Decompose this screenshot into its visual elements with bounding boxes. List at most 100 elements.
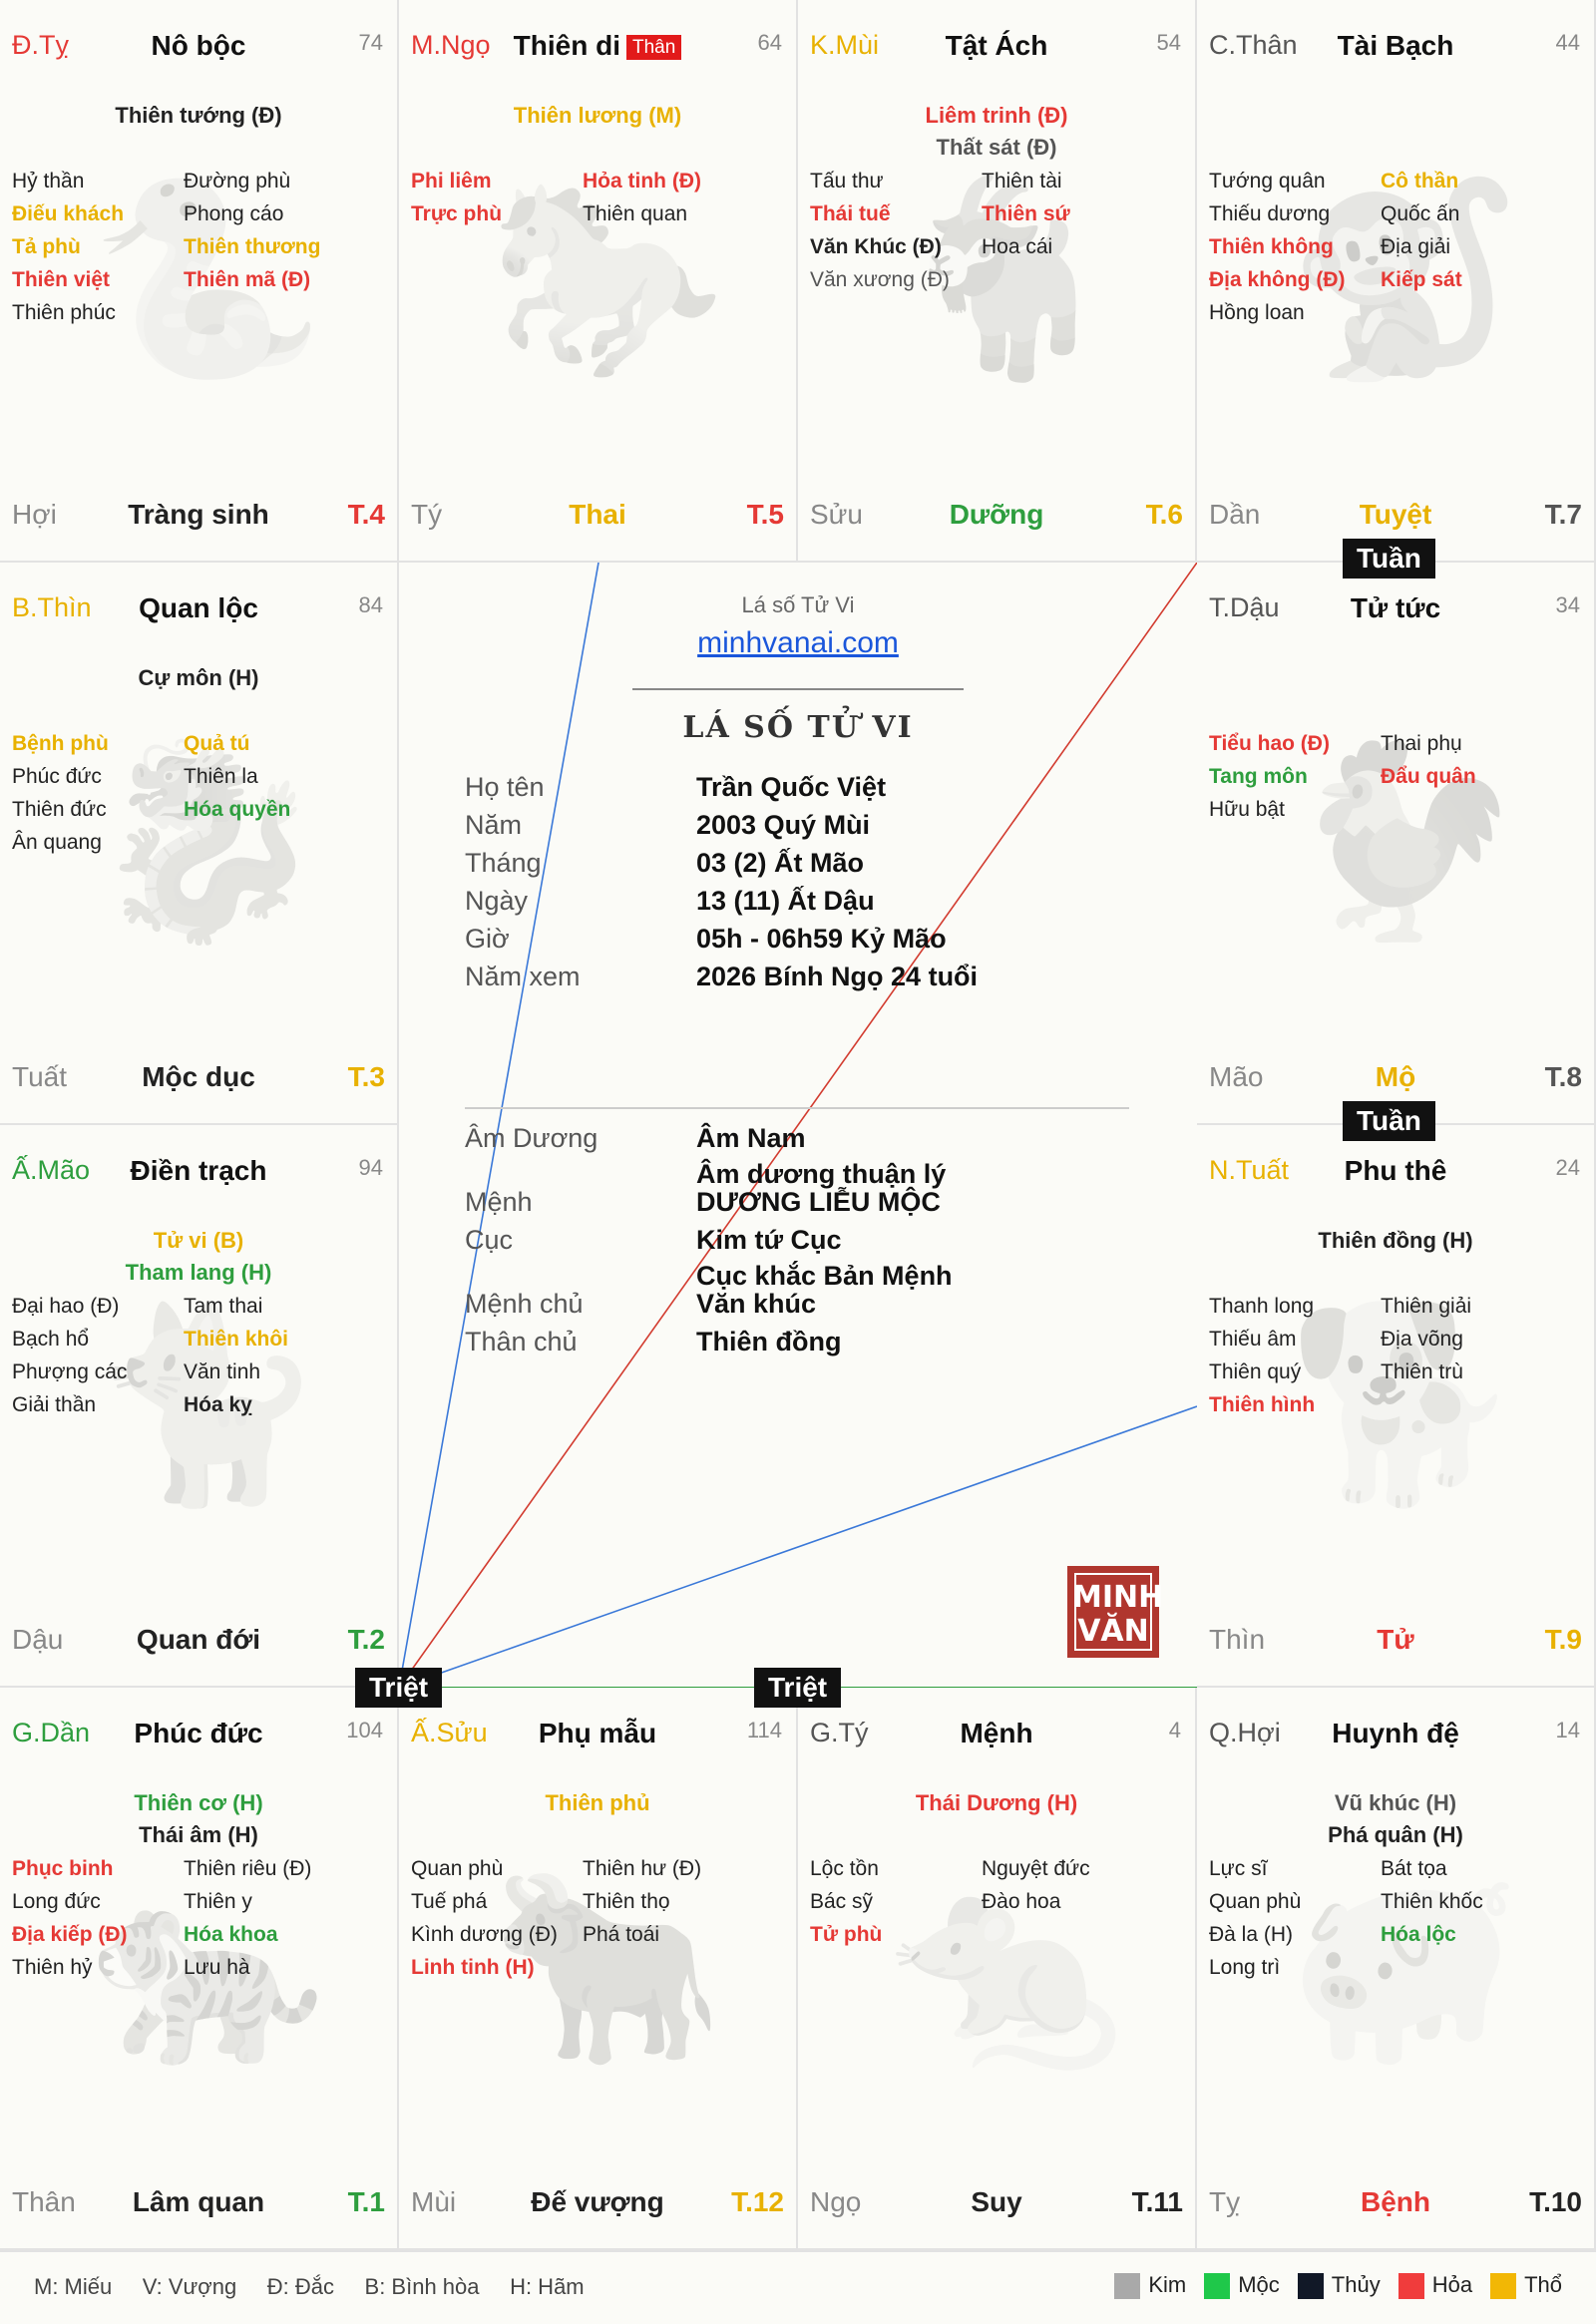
minor-star: Hóa kỵ: [184, 1393, 252, 1416]
element-swatch-mộc: [1204, 2273, 1231, 2300]
info-label: Âm Dương: [465, 1123, 598, 1153]
palace-name: Điền trạch: [0, 1155, 397, 1187]
snake-icon: 🐍: [90, 174, 326, 385]
minor-star: Văn Khúc (Đ): [810, 235, 942, 258]
info-label: Thân chủ: [465, 1327, 578, 1356]
age-number: 114: [746, 1718, 782, 1743]
minor-star: Thiên hình: [1209, 1393, 1316, 1416]
info-value: Âm dương thuận lý: [696, 1159, 947, 1189]
info-value: Kim tứ Cục: [696, 1225, 842, 1255]
info-value: Cục khắc Bản Mệnh: [696, 1261, 953, 1291]
info-value: DƯƠNG LIỄU MỘC: [696, 1187, 941, 1217]
palace-name: Quan lộc: [0, 592, 397, 624]
center-info-panel: Lá số Tử Vi minhvanai.com LÁ SỐ TỬ VI Họ…: [399, 563, 1197, 1688]
element-label: Hỏa: [1431, 2272, 1473, 2297]
age-number: 14: [1555, 1718, 1580, 1743]
chart-title: LÁ SỐ TỬ VI: [682, 710, 914, 745]
minor-star: Thai phụ: [1381, 732, 1462, 755]
minor-star: Thiên hỷ: [12, 1956, 93, 1979]
major-star: Tham lang (H): [125, 1260, 272, 1285]
month-label: T.1: [347, 2186, 385, 2217]
minor-star: Thiên quý: [1209, 1360, 1302, 1383]
major-star: Phá quân (H): [1328, 1822, 1463, 1847]
palace-name: Huynh đệ: [1197, 1718, 1594, 1749]
heavenly-stem: Ấ.Sửu: [411, 1718, 488, 1747]
minor-star: Quả tú: [184, 732, 250, 755]
earthly-branch: Tỵ: [1209, 2186, 1241, 2217]
minor-star: Kình dương (Đ): [411, 1923, 558, 1946]
site-link[interactable]: minhvanai.com: [697, 626, 899, 659]
minor-star: Địa võng: [1381, 1328, 1463, 1351]
month-label: T.6: [1145, 499, 1183, 530]
minor-star: Thiên khôi: [184, 1328, 288, 1351]
month-label: T.4: [347, 499, 385, 530]
tuan-tag-1: Tuần: [1343, 539, 1435, 579]
earthly-branch: Ngọ: [810, 2186, 862, 2217]
palace-label: Mệnh: [960, 1718, 1033, 1748]
minor-star: Đà la (H): [1209, 1923, 1294, 1946]
palace-label: Phu thê: [1344, 1155, 1447, 1186]
minor-star: Tử phù: [810, 1923, 883, 1946]
info-label: Ngày: [465, 886, 529, 916]
info-value: 13 (11) Ất Dậu: [696, 886, 875, 916]
major-star: Thái âm (H): [139, 1822, 258, 1847]
horse-icon: 🐎: [489, 174, 725, 385]
minor-star: Hoa cái: [982, 235, 1053, 258]
major-star: Tử vi (B): [153, 1228, 244, 1253]
minor-star: Văn xương (Đ): [810, 268, 950, 291]
minor-star: Lộc tồn: [810, 1857, 879, 1880]
earthly-branch: Mùi: [411, 2186, 457, 2217]
minor-star: Phong cáo: [184, 202, 284, 225]
element-swatch-kim: [1114, 2273, 1141, 2300]
age-number: 24: [1555, 1155, 1580, 1180]
palace-name: Phụ mẫu: [399, 1718, 796, 1749]
major-star: Thái Dương (H): [915, 1790, 1078, 1815]
palace-name: Tật Ách: [798, 30, 1195, 62]
rat-icon: 🐀: [888, 1861, 1124, 2073]
major-stars: Thiên đồng (H): [1197, 1225, 1594, 1257]
heavenly-stem: K.Mùi: [810, 30, 880, 60]
legend-bar: M: Miếu V: Vượng Đ: Đắc B: Bình hòa H: H…: [0, 2250, 1596, 2324]
minor-star: Tấu thư: [810, 170, 884, 193]
minor-star: Bác sỹ: [810, 1890, 874, 1913]
age-number: 4: [1168, 1718, 1181, 1743]
minor-star: Đại hao (Đ): [12, 1295, 120, 1318]
aspect-line-red: [399, 563, 1197, 1688]
major-star: Thất sát (Đ): [936, 135, 1057, 160]
earthly-branch: Thân: [12, 2186, 76, 2217]
minor-star: Phi liêm: [411, 170, 492, 193]
minor-star: Nguyệt đức: [982, 1857, 1090, 1880]
heavenly-stem: B.Thìn: [12, 592, 92, 622]
life-stage: Tràng sinh: [128, 499, 269, 530]
life-stage: Suy: [971, 2186, 1022, 2217]
palace-label: Tài Bạch: [1337, 30, 1454, 61]
minor-star: Thiên y: [184, 1890, 252, 1913]
minor-star: Thiên thọ: [583, 1890, 670, 1913]
tiger-icon: 🐅: [90, 1861, 326, 2073]
